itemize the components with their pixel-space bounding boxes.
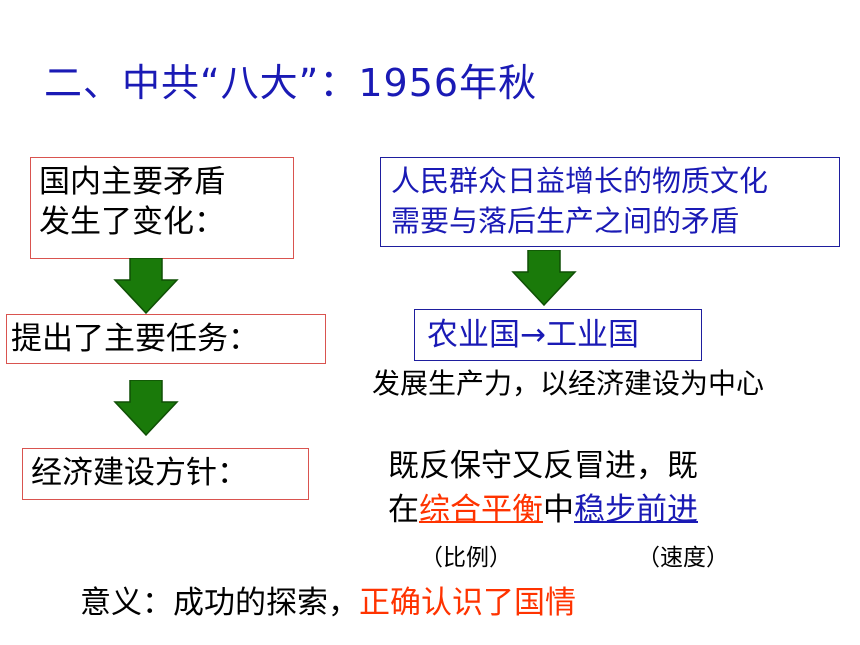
task-label: 提出了主要任务： [11,321,259,357]
down-arrow-icon [113,258,179,314]
contradiction-content-line-1: 人民群众日益增长的物质文化 [391,164,769,198]
contradiction-content-line-2: 需要与落后生产之间的矛盾 [391,204,740,238]
significance-highlight: 正确认识了国情 [359,585,576,621]
contradiction-box: 国内主要矛盾 发生了变化： [30,157,294,259]
contradiction-line-1: 国内主要矛盾 [39,164,225,200]
policy-mid: 中 [543,492,574,528]
task-box: 提出了主要任务： [6,314,326,364]
down-arrow-icon [113,380,179,436]
policy-prefix: 在 [388,492,419,528]
down-arrow-icon [511,250,577,306]
steady-progress: 稳步前进 [574,492,698,528]
comprehensive-balance: 综合平衡 [419,492,543,528]
policy-content-line-2: 在综合平衡中稳步前进 [388,490,698,530]
contradiction-line-2: 发生了变化： [39,204,225,240]
significance-prefix: 意义：成功的探索， [80,585,359,621]
significance: 意义：成功的探索，正确认识了国情 [80,583,576,623]
note-speed: （速度） [637,545,729,571]
page-title: 二、中共“八大”：1956年秋 [44,61,538,105]
task-content-box: 农业国→工业国 [414,309,702,361]
task-content: 农业国→工业国 [427,317,639,353]
policy-box: 经济建设方针： [22,448,309,500]
task-note: 发展生产力，以经济建设为中心 [372,367,765,400]
contradiction-content-box: 人民群众日益增长的物质文化 需要与落后生产之间的矛盾 [380,157,840,247]
policy-label: 经济建设方针： [31,455,248,491]
policy-content-line-1: 既反保守又反冒进，既 [388,448,698,484]
note-proportion: （比例） [420,545,512,571]
